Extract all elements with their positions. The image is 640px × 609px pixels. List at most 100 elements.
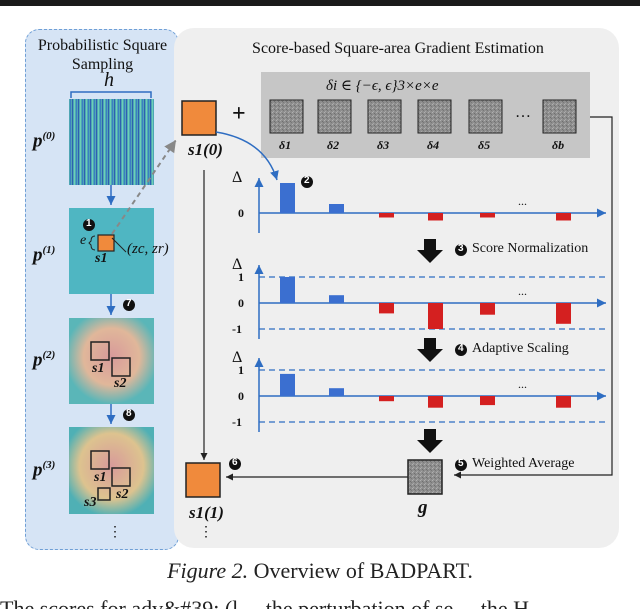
chart2-ylabel: Δ [232, 256, 242, 273]
p1-sup: (1) [42, 244, 56, 256]
chart2-bar-6 [556, 303, 571, 324]
score-normalization-label: Score Normalization [472, 241, 589, 256]
delta-2-label: δ2 [327, 138, 340, 152]
sample-arrow [111, 139, 177, 235]
step-badge-3-label: 3 [458, 243, 464, 254]
zc-pointer [111, 237, 127, 253]
delta-b-tile [542, 99, 577, 134]
e-label: e [80, 233, 87, 248]
chart3-tick-0: 0 [238, 389, 244, 403]
step-badge-3 [455, 244, 467, 256]
chart3-ellipsis: ... [518, 377, 527, 391]
step-badge-8 [123, 409, 135, 421]
chart3-ylabel: Δ [232, 349, 242, 366]
adaptive-scaling-label: Adaptive Scaling [472, 341, 569, 356]
strip-to-g-arrow [454, 116, 613, 479]
chart3-bar-2 [329, 388, 344, 396]
step-badge-7 [123, 299, 135, 311]
chart1-bar-1 [280, 183, 295, 213]
delta-2-tile [317, 99, 352, 134]
step-badge-2 [301, 176, 313, 188]
plus-sign: + [232, 101, 246, 127]
p3-label: p(3) [33, 459, 55, 481]
p0-sup: (0) [42, 130, 56, 142]
delta-set-formula: δi ∈ {−ϵ, ϵ}3×e×e [326, 78, 439, 94]
weighted-average-label: Weighted Average [472, 456, 575, 471]
caption-text: Overview of BADPART. [253, 558, 473, 583]
delta-3-label: δ3 [377, 138, 390, 152]
s1-p1-label: s1 [95, 251, 108, 266]
h-brace [70, 91, 152, 98]
score-normalization-arrow [417, 239, 443, 263]
square-s2-p3 [111, 467, 131, 487]
step-badge-5-label: 5 [458, 458, 464, 469]
chart3-bar-1 [280, 373, 295, 396]
square-s1-initial [181, 100, 217, 136]
left-ellipsis: ⋮ [108, 525, 122, 540]
square-s3-p3 [97, 487, 111, 501]
chart2-bar-5 [480, 303, 495, 315]
delta-4-tile [417, 99, 452, 134]
gradient-g-tile [407, 459, 443, 495]
square-s2-p2 [111, 357, 131, 377]
h-label: h [104, 69, 114, 91]
heatmap-p0 [69, 99, 154, 185]
square-s1-updated [185, 462, 221, 498]
s1-p2-label: s1 [92, 361, 105, 376]
step-badge-4 [455, 344, 467, 356]
square-s1-p1 [97, 234, 115, 252]
chart1-bar-3 [379, 213, 394, 218]
delta-ellipsis: … [515, 104, 531, 121]
chart2-bar-3 [379, 303, 394, 314]
step-badge-8-label: 8 [126, 408, 132, 419]
chart1-ylabel: Δ [232, 169, 242, 186]
chart1-bar-2 [329, 204, 344, 213]
chart3-bar-3 [379, 396, 394, 402]
chart3-tick--1: -1 [232, 415, 242, 429]
p0-base: p [33, 130, 43, 152]
e-brace [88, 235, 96, 251]
step-badge-7-label: 7 [126, 298, 132, 309]
score-charts: Δ0...Δ10-1...Δ10-1... [232, 169, 606, 432]
s3-p3-label: s3 [84, 495, 97, 510]
adaptive-scaling-arrow [417, 338, 443, 362]
s2-p3-label: s2 [116, 487, 129, 502]
chart2-tick-0: 0 [238, 296, 244, 310]
chart2-bar-2 [329, 295, 344, 303]
weighted-average-arrow [417, 429, 443, 453]
chart1-bar-5 [480, 213, 495, 218]
p1-base: p [33, 244, 43, 266]
chart3-tick-1: 1 [238, 363, 244, 377]
step-badge-1-label: 1 [86, 218, 92, 229]
p2-sup: (2) [42, 349, 56, 361]
step-badge-5 [455, 459, 467, 471]
chart3-bar-5 [480, 396, 495, 406]
zc-zr-label: (zc, zr) [127, 241, 169, 257]
p2-base: p [33, 349, 43, 371]
estimation-panel-title: Score-based Square-area Gradient Estimat… [252, 40, 544, 57]
p0-label: p(0) [33, 130, 55, 152]
figure-caption: Figure 2. Overview of BADPART. [0, 558, 640, 584]
cutoff-body-text: The scores for adv&#39; (l ... the pertu… [0, 596, 530, 609]
delta-4-label: δ4 [427, 138, 440, 152]
step-badge-6-label: 6 [232, 457, 238, 468]
delta-b-label: δb [552, 138, 565, 152]
caption-label: Figure 2. [167, 558, 249, 583]
s1-p3-label: s1 [94, 470, 107, 485]
step-badge-2-label: 2 [304, 175, 310, 186]
sampling-panel-title: Probabilistic Square Sampling [37, 37, 168, 73]
chart2-bar-4 [428, 303, 443, 329]
delta-3-tile [367, 99, 402, 134]
chart2-bar-1 [280, 277, 295, 303]
chart2-ellipsis: ... [518, 284, 527, 298]
chart1-bar-6 [556, 213, 571, 221]
g-label: g [418, 497, 428, 518]
chart2-tick-1: 1 [238, 270, 244, 284]
chart2-tick--1: -1 [232, 322, 242, 336]
chart3-bar-4 [428, 396, 443, 408]
p1-label: p(1) [33, 244, 55, 266]
s2-p2-label: s2 [114, 376, 127, 391]
chart1-ellipsis: ... [518, 194, 527, 208]
square-s1-p3 [90, 450, 110, 470]
